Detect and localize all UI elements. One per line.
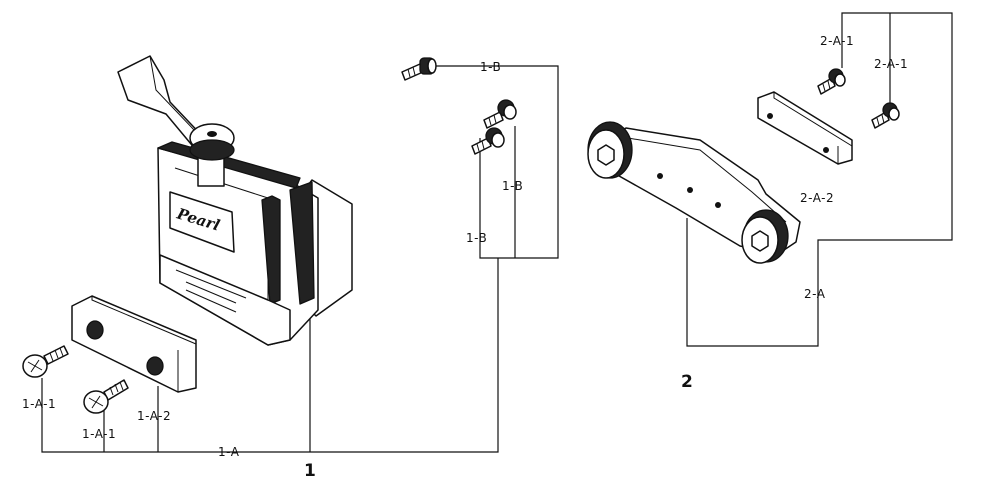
label-1-B-top: 1-B <box>480 60 501 74</box>
label-2: 2 <box>681 372 693 392</box>
holder-body: Pearl <box>117 55 353 346</box>
label-1-B-mid: 1-B <box>502 179 523 193</box>
label-2-A-1-left: 2-A-1 <box>820 34 854 48</box>
label-1-A: 1-A <box>218 445 240 459</box>
screw-1-A-1-left <box>22 345 69 378</box>
screw-1-B-mid <box>483 99 517 129</box>
clamp-bar-1-A-2 <box>71 295 197 393</box>
screw-1-A-1-mid <box>83 379 129 414</box>
label-1-A-1-mid: 1-A-1 <box>82 427 116 441</box>
leader-lines <box>41 12 953 453</box>
label-1-A-2: 1-A-2 <box>137 409 171 423</box>
label-2-A-2: 2-A-2 <box>800 191 834 205</box>
screw-2-A-1-left <box>817 68 846 95</box>
screw-1-B-low <box>471 127 505 155</box>
label-1-B-low: 1-B <box>466 231 487 245</box>
clamp-bar-2-A-2 <box>757 91 853 165</box>
screw-2-A-1-right <box>871 102 900 129</box>
label-2-A: 2-A <box>804 287 826 301</box>
label-1: 1 <box>304 461 316 481</box>
screw-1-B-top <box>401 57 437 81</box>
label-2-A-1-right: 2-A-1 <box>874 57 908 71</box>
link-arm-2 <box>587 121 801 264</box>
label-1-A-1-left: 1-A-1 <box>22 397 56 411</box>
labels: 1-B 1-B 1-B 1-A-1 1-A-1 1-A-2 1-A 1 2-A-… <box>22 34 908 481</box>
